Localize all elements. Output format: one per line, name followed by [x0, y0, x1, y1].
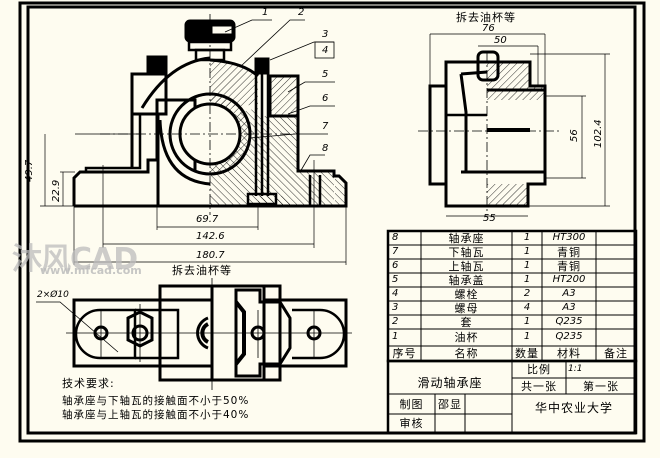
part-name: 套: [460, 316, 473, 329]
side-view-note: 拆去油杯等: [456, 11, 516, 24]
front-view-note: 拆去油杯等: [172, 264, 232, 277]
part-no: 8: [392, 232, 399, 243]
part-qty: 2: [523, 288, 531, 299]
balloon-7: 7: [322, 121, 329, 132]
title-part-name: 滑动轴承座: [417, 376, 483, 390]
part-material: A3: [562, 288, 576, 299]
front-view: [40, 14, 348, 265]
part-material: 青铜: [557, 246, 581, 259]
header-qty: 数量: [515, 347, 539, 360]
part-material: 青铜: [557, 260, 581, 273]
scale-label: 比例: [527, 363, 551, 376]
drawn-by: 邵显: [438, 398, 462, 411]
tech-requirement-1: 轴承座与下轴瓦的接触面不小于50%: [62, 395, 250, 407]
dim-height-inner: 56: [569, 129, 580, 142]
side-view: [418, 33, 610, 217]
inner-border: [26, 5, 637, 435]
part-name: 轴承座: [448, 232, 485, 245]
part-name: 轴承盖: [448, 274, 485, 287]
part-name: 油杯: [454, 331, 479, 344]
watermark-brand: 沐风CAD: [12, 242, 138, 277]
watermark-url: www.mfcad.com: [40, 264, 142, 277]
part-material: A3: [562, 302, 576, 313]
part-qty: 1: [523, 331, 531, 342]
drawn-label: 制图: [399, 398, 424, 411]
header-no: 序号: [392, 347, 417, 360]
part-name: 螺栓: [454, 288, 479, 301]
part-qty: 4: [523, 302, 531, 313]
balloon-6: 6: [322, 93, 329, 104]
institution: 华中农业大学: [534, 401, 613, 415]
dim-width-holes: 142.6: [196, 231, 225, 242]
balloon-4: 4: [322, 45, 329, 56]
dim-width-bottom: 55: [483, 213, 496, 224]
header-name: 名称: [454, 347, 479, 360]
tech-requirements-heading: 技术要求:: [62, 377, 115, 390]
header-remark: 备注: [604, 347, 628, 360]
part-name: 下轴瓦: [448, 246, 485, 259]
header-material: 材料: [557, 347, 581, 360]
outer-border: [18, 1, 646, 443]
sheets-total: 共一张: [521, 380, 557, 393]
sheet-number: 第一张: [583, 380, 619, 393]
balloon-3: 3: [322, 29, 329, 40]
balloon-1: 1: [262, 7, 269, 18]
drawing-frame: [18, 1, 646, 443]
tech-requirement-2: 轴承座与上轴瓦的接触面不小于40%: [62, 409, 250, 421]
part-no: 4: [392, 288, 399, 299]
part-material: HT300: [552, 232, 586, 243]
dim-width-mid: 50: [494, 35, 507, 46]
balloon-2: 2: [298, 7, 305, 18]
dim-width-total: 180.7: [196, 250, 225, 261]
dim-height-base: 22.9: [51, 179, 62, 202]
checked-label: 审核: [399, 417, 424, 430]
part-qty: 1: [523, 260, 531, 271]
scale-value: 1:1: [568, 364, 583, 374]
part-name: 上轴瓦: [448, 260, 485, 273]
part-no: 7: [392, 246, 399, 257]
hole-label: 2×Ø10: [37, 290, 69, 300]
part-no: 6: [392, 260, 399, 271]
dim-width-top: 76: [482, 23, 495, 34]
top-view: [36, 278, 352, 390]
balloon-8: 8: [322, 143, 329, 154]
part-no: 3: [392, 302, 399, 313]
part-qty: 1: [523, 316, 531, 327]
part-no: 1: [392, 331, 399, 342]
parts-list-grid: [386, 229, 638, 435]
part-material: HT200: [552, 274, 586, 285]
dim-width-inner: 69.7: [196, 214, 219, 225]
part-material: Q235: [555, 331, 583, 342]
part-qty: 1: [523, 246, 531, 257]
part-qty: 1: [523, 274, 531, 285]
dim-height-total: 49.7: [24, 159, 35, 182]
part-material: Q235: [555, 316, 583, 327]
part-no: 5: [392, 274, 399, 285]
part-qty: 1: [523, 232, 531, 243]
part-name: 螺母: [454, 302, 479, 315]
dim-height-total-side: 102.4: [593, 119, 604, 148]
part-no: 2: [392, 316, 399, 327]
balloon-5: 5: [322, 69, 329, 80]
